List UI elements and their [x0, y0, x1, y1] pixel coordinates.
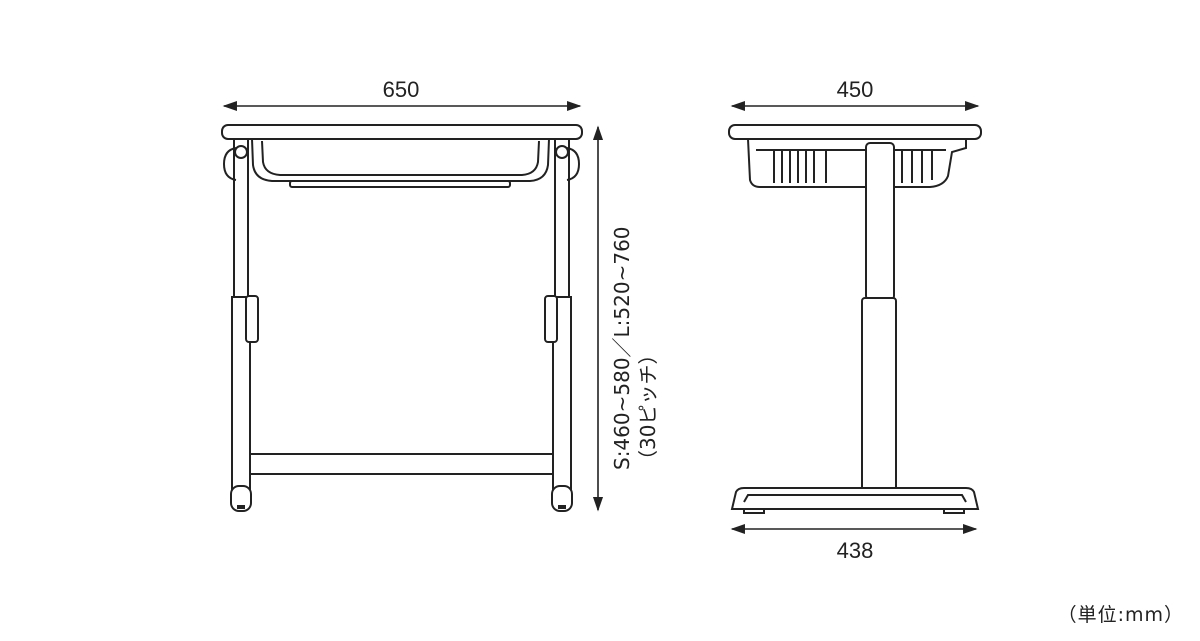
side-base [730, 487, 980, 510]
height-pitch-label: （30ピッチ） [636, 345, 660, 470]
side-view: 450 438 [728, 77, 982, 563]
front-tray [250, 138, 551, 182]
side-desktop [728, 124, 982, 140]
base-width-label: 438 [837, 538, 874, 563]
front-right-leg [544, 138, 581, 512]
front-left-leg [222, 138, 259, 512]
side-lower-column [861, 297, 897, 495]
front-desktop [221, 124, 583, 140]
side-upper-column [865, 142, 895, 301]
side-tray [746, 138, 967, 188]
front-view: 650 S: [221, 77, 660, 512]
height-label: S:460~580／L:520~760 [610, 226, 634, 470]
front-crossbar [249, 453, 554, 475]
side-depth-label: 450 [837, 77, 874, 102]
front-width-label: 650 [383, 77, 420, 102]
unit-note: （単位:mm） [1057, 604, 1184, 626]
